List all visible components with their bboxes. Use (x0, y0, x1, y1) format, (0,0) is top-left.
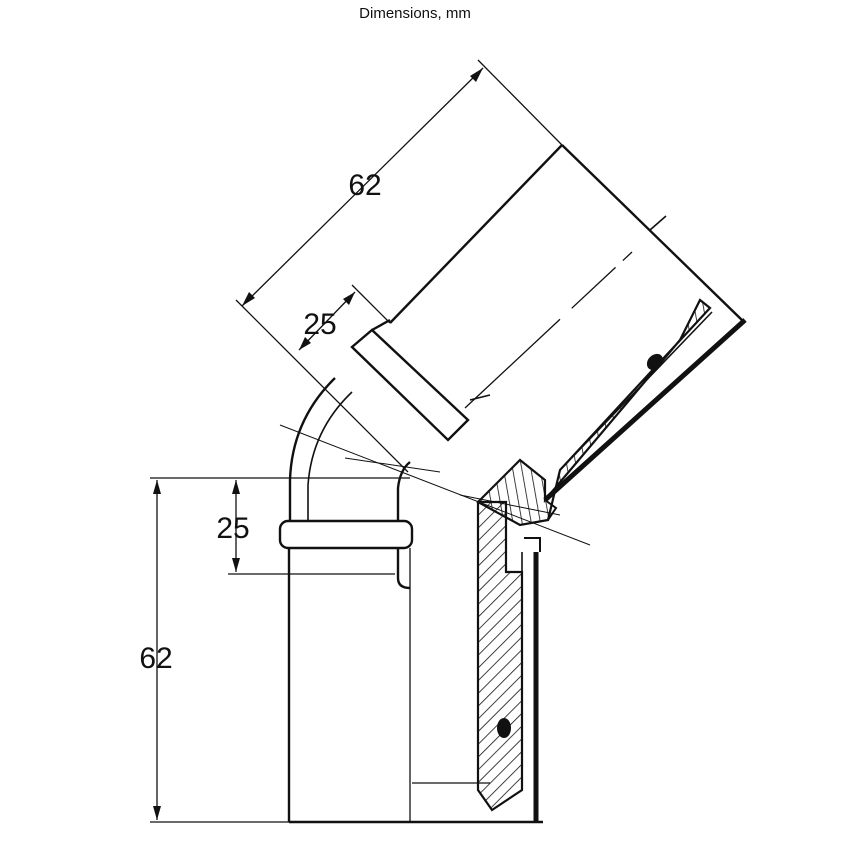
left-dimension-lines (150, 477, 410, 823)
top-socket-label: 25 (303, 308, 336, 341)
vertical-pipe (278, 519, 543, 824)
elbow-body (288, 318, 470, 521)
diagram-title: Dimensions, mm (359, 5, 471, 22)
left-length-label: 62 (139, 642, 172, 675)
top-dimension-lines (235, 59, 563, 473)
top-dimension-arrows (242, 68, 483, 350)
left-dimension-arrows (153, 480, 240, 820)
angled-pipe (389, 144, 746, 409)
fitting-wall-section (476, 215, 747, 822)
center-lines (279, 424, 591, 546)
left-socket-label: 25 (216, 512, 249, 545)
top-length-label: 62 (348, 169, 381, 202)
